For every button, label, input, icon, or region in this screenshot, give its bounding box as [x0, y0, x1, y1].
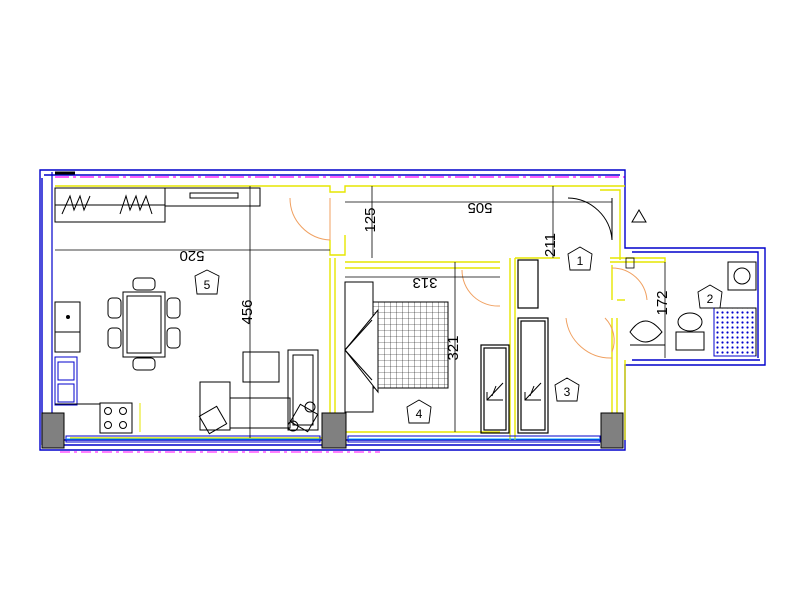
- dimension-lines: [55, 186, 666, 438]
- dining-table: [107, 277, 181, 371]
- dim-living-height: 456: [239, 299, 256, 324]
- dim-bathroom-width: 172: [654, 290, 671, 315]
- svg-text:1: 1: [577, 254, 584, 268]
- exterior-walls: [39, 169, 766, 451]
- bed: [344, 281, 449, 413]
- column-right: [600, 412, 624, 449]
- dim-bedroom-height: 321: [445, 335, 462, 360]
- room-tag-1: 1: [567, 246, 593, 271]
- hanger-icon: [61, 194, 153, 215]
- door-bathroom-2: [604, 317, 615, 353]
- entrance-panel: [625, 257, 635, 269]
- dim-hall-height: 211: [542, 233, 559, 257]
- svg-text:3: 3: [564, 385, 571, 399]
- triangle-icon: [631, 209, 647, 223]
- dim-living-width: 520: [179, 247, 204, 264]
- wardrobes: [480, 259, 549, 434]
- door-bedroom: [461, 269, 501, 307]
- door-entrance: [567, 197, 613, 241]
- dim-hall-depth: 125: [362, 207, 379, 232]
- dim-bedroom-width: 313: [412, 274, 437, 291]
- room-tag-3: 3: [554, 377, 580, 402]
- door-living: [289, 197, 331, 241]
- interior-partitions: [55, 185, 666, 440]
- washbasin: [629, 320, 663, 343]
- toilet: [677, 312, 703, 332]
- svg-text:5: 5: [204, 278, 211, 292]
- room-tag-4: 4: [406, 399, 432, 424]
- sofa-set: [198, 349, 319, 435]
- bathroom-fixtures: [629, 261, 757, 357]
- room-tag-5: 5: [194, 269, 220, 295]
- dim-hall-width: 505: [467, 199, 492, 216]
- column-left: [41, 412, 65, 449]
- kitchen: [54, 301, 141, 434]
- svg-text:2: 2: [707, 292, 714, 306]
- shower-tray: [713, 307, 757, 357]
- column-mid: [321, 412, 347, 449]
- wall-cabinet: [54, 187, 261, 223]
- door-bathroom: [611, 267, 648, 301]
- door-wardrobe-room: [565, 317, 613, 359]
- room-tag-2: 2: [697, 284, 723, 309]
- windows: [65, 435, 601, 443]
- svg-text:4: 4: [416, 407, 423, 421]
- columns: [41, 412, 624, 449]
- door-swings: [289, 197, 648, 359]
